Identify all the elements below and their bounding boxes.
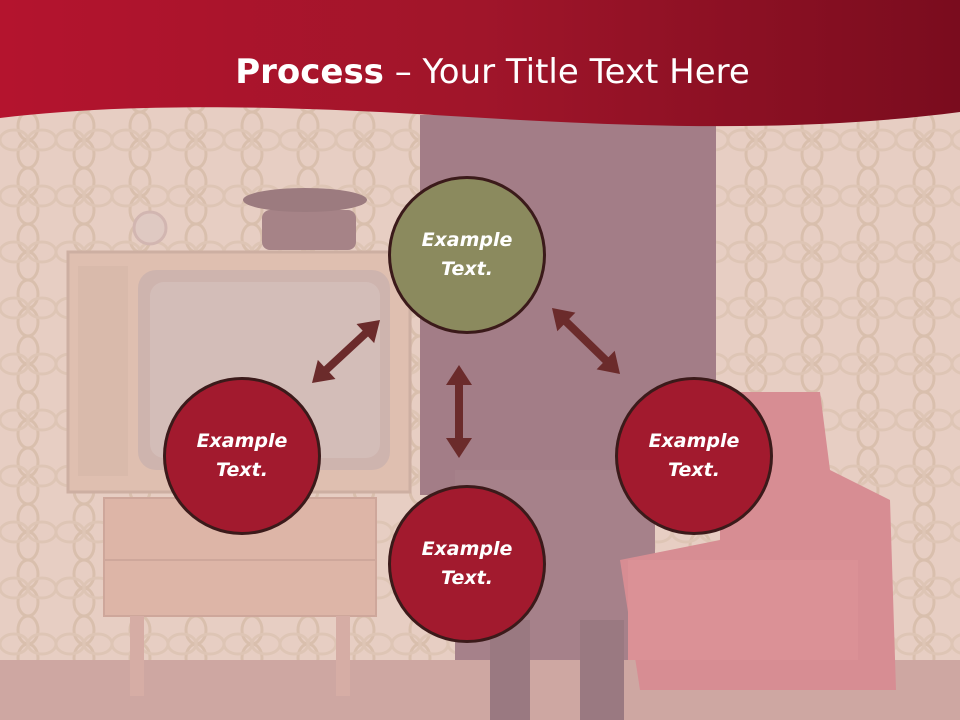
- arrow-center-vertical: [446, 365, 472, 458]
- title-rest: – Your Title Text Here: [383, 52, 750, 92]
- title-band: [0, 0, 960, 127]
- node-right-line2: Text.: [668, 459, 720, 481]
- process-node-right: Example Text.: [615, 377, 773, 535]
- slide-title: Process – Your Title Text Here: [0, 52, 960, 92]
- node-left-line2: Text.: [216, 459, 268, 481]
- node-right-line1: Example: [648, 430, 740, 452]
- node-bottom-line2: Text.: [441, 567, 493, 589]
- process-node-bottom: Example Text.: [388, 485, 546, 643]
- process-node-top: Example Text.: [388, 176, 546, 334]
- node-left-line1: Example: [196, 430, 288, 452]
- process-node-left: Example Text.: [163, 377, 321, 535]
- node-top-line1: Example: [421, 229, 513, 251]
- arrow-top-left: [312, 320, 380, 383]
- arrow-top-right: [552, 308, 620, 374]
- title-bold: Process: [235, 52, 384, 92]
- node-top-line2: Text.: [441, 258, 493, 280]
- node-bottom-line1: Example: [421, 538, 513, 560]
